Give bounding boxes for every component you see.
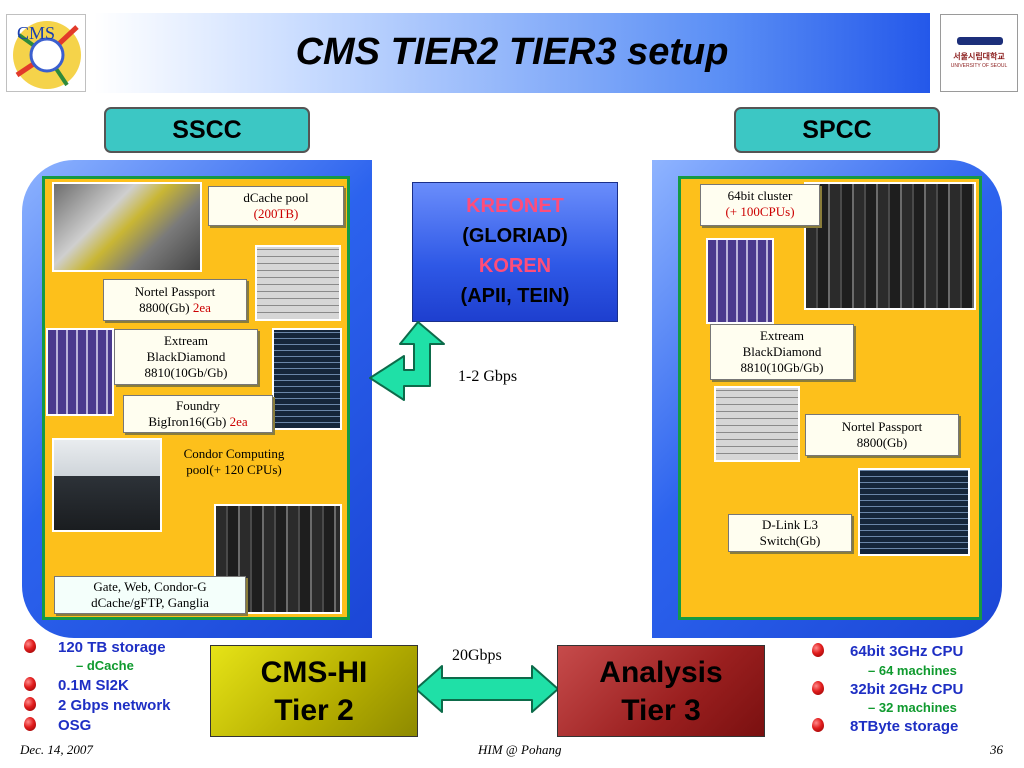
spcc-nortel-label: Nortel Passport 8800(Gb) [805,414,959,456]
tier3-box: Analysis Tier 3 [557,645,765,737]
bullet-cpu64-sub-text: 64 machines [878,663,957,678]
university-emblem [957,37,1003,45]
page-number: 36 [990,742,1003,757]
foundry-qty: 2ea [229,414,248,429]
cluster-label: 64bit cluster (+ 100CPUs) [700,184,820,226]
tier2-line2: Tier 2 [274,694,354,727]
dlink-label: D-Link L3 Switch(Gb) [728,514,852,552]
condor-title: Condor Computing [183,446,285,461]
bullet-icon [24,697,36,711]
dcache-pool-size: (200TB) [253,206,299,221]
spcc-nortel-model: 8800(Gb) [856,435,908,450]
bullet-osg: OSG [58,717,92,734]
site-label-sscc: SSCC [104,107,310,153]
bullet-storage-8tb: 8TByte storage [850,718,959,735]
cms-logo: CMS [6,14,86,92]
tier-link-arrow-icon [415,665,559,713]
bullet-cpu32: 32bit 2GHz CPU [850,681,964,698]
sscc-extream-photo [46,328,114,416]
page-title: CMS TIER2 TIER3 setup [295,31,729,73]
tier3-line2: Tier 3 [621,694,701,727]
bullet-cpu32-sub-text: 32 machines [878,700,957,715]
bullet-storage: 120 TB storage [58,639,166,656]
koren-label: KOREN [478,255,552,277]
site-label-spcc: SPCC [734,107,940,153]
dcache-rack-photo [52,182,202,272]
dlink-photo [858,468,970,556]
bullet-icon [24,717,36,731]
bullet-cpu64-sub: – 64 machines [868,663,957,678]
sscc-extream-line2: BlackDiamond [146,349,226,364]
gate-line1: Gate, Web, Condor-G [93,579,207,594]
tier2-box: CMS-HI Tier 2 [210,645,418,737]
spcc-nortel-photo [714,386,800,462]
gate-label: Gate, Web, Condor-G dCache/gFTP, Ganglia [54,576,246,614]
dcache-pool-title: dCache pool [243,190,309,205]
bullet-icon [812,718,824,732]
bullet-icon [812,643,824,657]
spcc-extream-line2: BlackDiamond [742,344,822,359]
kreonet-arrow-icon [369,321,445,401]
sscc-extream-label: Extream BlackDiamond 8810(10Gb/Gb) [114,329,258,385]
sscc-nortel-label: Nortel Passport 8800(Gb) 2ea [103,279,247,321]
university-logo: 서울시립대학교 UNIVERSITY OF SEOUL [940,14,1018,92]
spcc-extream-label: Extream BlackDiamond 8810(10Gb/Gb) [710,324,854,380]
dlink-model: Switch(Gb) [759,533,821,548]
foundry-title: Foundry [175,398,221,413]
sscc-nortel-title: Nortel Passport [134,284,216,299]
bullet-si2k: 0.1M SI2K [58,677,129,694]
bullet-icon [812,681,824,695]
foundry-label: Foundry BigIron16(Gb) 2ea [123,395,273,433]
bullet-storage-sub: – dCache [76,658,134,673]
spcc-extream-line3: 8810(10Gb/Gb) [740,360,824,375]
gate-line2: dCache/gFTP, Ganglia [91,595,209,610]
condor-room-photo [52,438,162,532]
tier2-line1: CMS-HI [260,656,368,689]
apii-label: (APII, TEIN) [460,285,570,307]
university-name-en: UNIVERSITY OF SEOUL [950,63,1008,69]
cluster-photo [804,182,976,310]
cluster-title: 64bit cluster [727,188,793,203]
dlink-title: D-Link L3 [762,517,818,532]
sscc-nortel-model: 8800(Gb) [139,300,190,315]
bullet-cpu64: 64bit 3GHz CPU [850,643,964,660]
kreonet-box: KREONET (GLORIAD) KOREN (APII, TEIN) [412,182,618,322]
title-bar: CMS TIER2 TIER3 setup [94,13,930,93]
bullet-icon [24,639,36,653]
footer-center: HIM @ Pohang [478,742,562,757]
dcache-pool-label: dCache pool (200TB) [208,186,344,226]
foundry-photo [272,328,342,430]
nortel-switch-photo [255,245,341,321]
cluster-cpus: (+ 100CPUs) [725,204,795,219]
tier-link-speed-label: 20Gbps [452,647,502,664]
kreonet-label: KREONET [466,195,564,217]
spcc-nortel-title: Nortel Passport [841,419,923,434]
bullet-network: 2 Gbps network [58,697,171,714]
cms-logo-text: CMS [17,23,56,43]
foundry-model: BigIron16(Gb) [148,414,227,429]
tier3-line1: Analysis [599,656,723,689]
footer-date: Dec. 14, 2007 [20,742,93,757]
sscc-extream-line1: Extream [163,333,209,348]
spcc-extream-line1: Extream [759,328,805,343]
gloriad-label: (GLORIAD) [462,225,568,247]
condor-cpus: pool(+ 120 CPUs) [186,462,282,477]
link-speed-label: 1-2 Gbps [458,368,518,385]
sscc-extream-line3: 8810(10Gb/Gb) [144,365,228,380]
bullet-cpu32-sub: – 32 machines [868,700,957,715]
university-name: 서울시립대학교 [953,52,1005,61]
sscc-nortel-qty: 2ea [192,300,211,315]
condor-label: Condor Computing pool(+ 120 CPUs) [164,446,304,478]
bullet-storage-sub-text: dCache [86,658,134,673]
bullet-icon [24,677,36,691]
spcc-extream-photo [706,238,774,324]
